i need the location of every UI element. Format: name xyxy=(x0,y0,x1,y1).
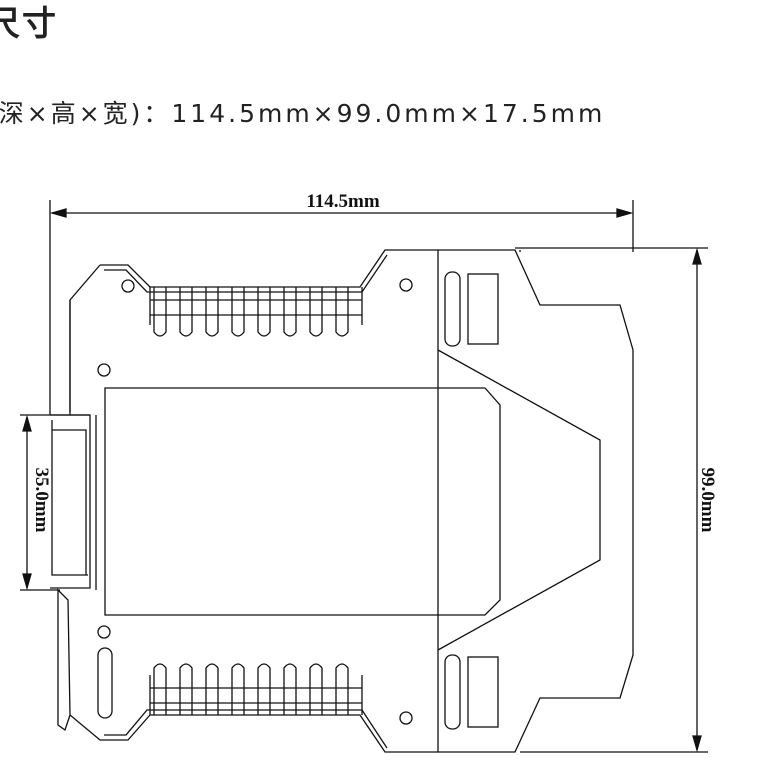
terminal-tooth xyxy=(335,663,349,715)
terminal-tooth xyxy=(283,663,297,715)
terminal-tooth xyxy=(153,663,167,715)
terminal-tooth xyxy=(231,663,245,715)
rail-label: 35.0mm xyxy=(31,468,52,533)
terminal-block-top xyxy=(149,287,363,337)
terminal-tooth xyxy=(205,287,219,337)
enclosure-body xyxy=(57,249,634,753)
height-label: 99.0mm xyxy=(697,468,718,533)
section-title: 尺寸 xyxy=(0,4,58,44)
terminal-block-bottom xyxy=(149,663,363,715)
terminal-tooth xyxy=(309,663,323,715)
terminal-tooth xyxy=(231,287,245,337)
rail-dimension: 35.0mm xyxy=(20,414,90,591)
terminal-tooth xyxy=(179,663,193,715)
dimension-spec-line: (深×高×宽)：114.5mm×99.0mm×17.5mm xyxy=(0,99,606,128)
terminal-tooth xyxy=(153,287,167,337)
terminal-tooth xyxy=(309,287,323,337)
terminal-tooth xyxy=(283,287,297,337)
terminal-tooth xyxy=(335,287,349,337)
terminal-tooth xyxy=(257,663,271,715)
height-dimension: 99.0mm xyxy=(515,247,718,753)
width-label: 114.5mm xyxy=(306,191,380,212)
width-dimension: 114.5mm xyxy=(49,191,634,415)
din-rail xyxy=(50,414,91,589)
terminal-tooth xyxy=(205,663,219,715)
terminal-tooth xyxy=(257,287,271,337)
terminal-tooth xyxy=(179,287,193,337)
